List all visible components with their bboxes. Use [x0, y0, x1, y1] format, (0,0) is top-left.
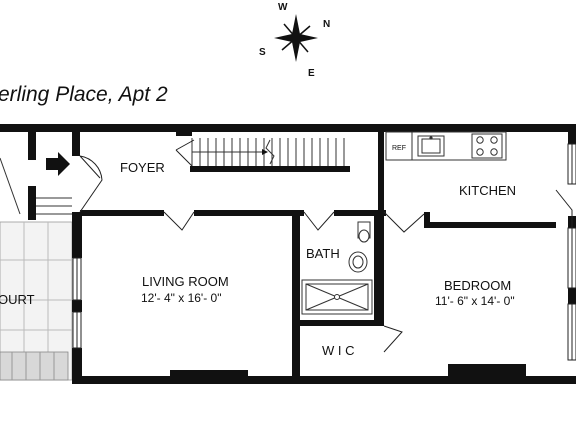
doors — [79, 139, 573, 353]
windows-right — [567, 143, 576, 361]
compass-e: E — [308, 68, 315, 79]
living-dimensions: 12'- 4" x 16'- 0" — [141, 291, 221, 305]
ref-label: REF — [392, 145, 406, 152]
windows-left — [72, 257, 82, 349]
entry-arrow-icon — [46, 152, 70, 176]
room-label-kitchen: KITCHEN — [459, 183, 516, 198]
exterior-walls — [0, 124, 576, 384]
court-label: OURT — [0, 292, 35, 307]
room-label-living: LIVING ROOM — [142, 274, 229, 289]
stairs — [191, 138, 345, 166]
room-label-wic: W I C — [322, 343, 355, 358]
compass-n: N — [323, 19, 330, 30]
compass-s: S — [259, 47, 266, 58]
room-label-foyer: FOYER — [120, 160, 165, 175]
compass-w: W — [278, 2, 288, 13]
bath-fixtures — [301, 221, 373, 315]
court-area: OURT — [0, 152, 73, 381]
room-label-bath: BATH — [306, 246, 340, 261]
interior-walls — [80, 132, 556, 384]
compass-rose: W N S E — [259, 2, 330, 79]
kitchen-fixtures: REF — [385, 131, 507, 161]
bedroom-dimensions: 11'- 6" x 14'- 0" — [435, 294, 515, 308]
page-title: erling Place, Apt 2 — [0, 83, 168, 106]
room-label-bedroom: BEDROOM — [444, 278, 511, 293]
